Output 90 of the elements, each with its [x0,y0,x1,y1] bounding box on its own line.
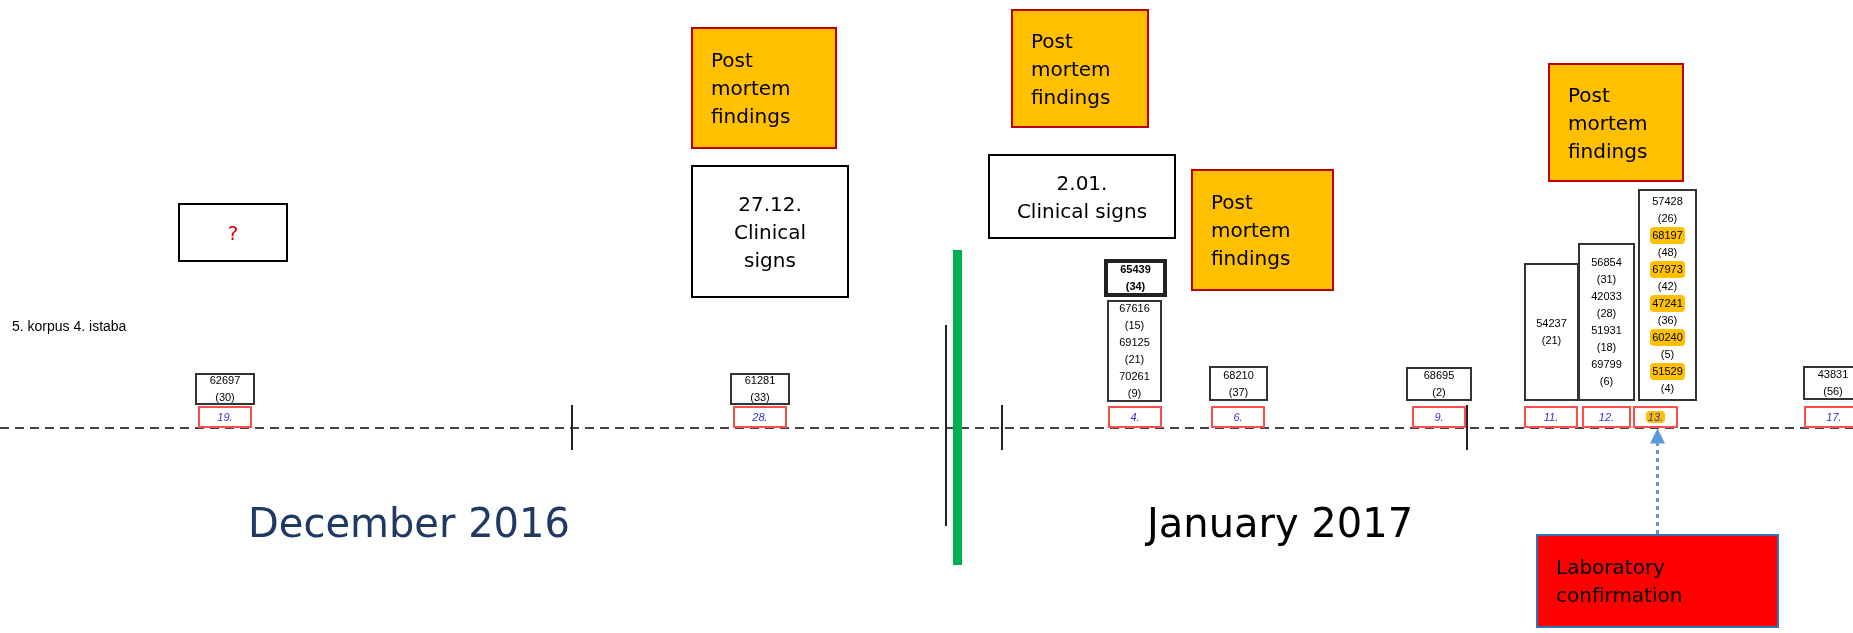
case-text: 47241 [1650,295,1685,312]
date-box [733,406,787,428]
day-label: 17. [1826,411,1842,423]
case-text: (36) [1657,313,1678,328]
findings-box [1548,63,1684,182]
case-text: 67973 [1650,261,1685,278]
day-label: 11. [1543,411,1559,423]
day-label: 12. [1598,411,1615,423]
case-text: (33) [750,390,770,405]
date-box [1412,406,1466,428]
box-text: 2.01. [1056,169,1108,197]
box-text: Post mortem findings [1031,27,1112,111]
arrow [1650,428,1665,534]
case-box [1104,259,1167,297]
case-text: (48) [1657,245,1678,260]
case-text: 65439 [1120,262,1151,277]
day-label: 4. [1130,411,1140,423]
case-text: 61281 [744,373,776,388]
date-box [1211,406,1265,428]
case-box [1406,367,1472,401]
case-text: (56) [1823,384,1843,399]
box-text: Post mortem findings [1211,189,1292,272]
question-mark: ? [227,219,239,247]
case-text: 56854 [1591,255,1622,270]
case-text: (30) [215,390,235,405]
case-text: (37) [1228,384,1249,400]
case-text: (21) [1124,352,1145,367]
date-box [1108,406,1162,428]
case-text: 54237 [1536,316,1567,331]
case-box [1803,366,1853,400]
case-text: 51931 [1591,323,1622,338]
alert-box [1536,534,1779,628]
case-text: 42033 [1591,289,1622,304]
case-text: (9) [1127,386,1142,401]
case-text: 68210 [1223,367,1254,383]
case-text: 62697 [209,373,241,388]
findings-box [691,27,837,149]
case-text: (28) [1596,306,1617,321]
date-box [1633,406,1678,428]
case-text: 57428 [1652,194,1683,209]
clinical-signs-box [988,154,1176,239]
box-text: Post mortem findings [711,47,792,130]
case-box [1107,300,1162,402]
date-box [1524,406,1578,428]
box-text: Clinical signs [1016,197,1148,225]
findings-box [1011,9,1149,128]
row-label: 5. korpus 4. istaba [12,318,127,334]
case-text: (2) [1432,385,1446,400]
case-box [1524,263,1579,401]
case-text: 69799 [1591,357,1622,372]
case-text: 68197 [1650,227,1685,244]
case-text: (21) [1541,333,1562,348]
date-box [198,406,252,428]
case-text: 67616 [1119,301,1150,316]
day-label: 9. [1434,411,1444,423]
case-box [1638,189,1697,401]
date-box [1804,406,1853,428]
case-text: (26) [1657,211,1678,226]
case-text: (18) [1596,340,1617,355]
case-text: (42) [1657,279,1678,294]
box-text: Clinical signs [732,218,808,274]
box-text: 27.12. [738,190,802,218]
case-box [730,373,790,405]
box-text: Laboratory confirmation [1556,554,1684,609]
findings-box [1191,169,1334,291]
case-text: (15) [1124,318,1145,333]
day-label: 13. [1645,411,1666,423]
case-text: (5) [1660,347,1675,362]
day-label: 6. [1233,411,1243,423]
case-text: 43831 [1817,367,1849,382]
case-text: 60240 [1650,329,1685,346]
case-text: 51529 [1650,363,1685,380]
case-box [1578,243,1635,401]
clinical-signs-box [691,165,849,298]
case-box [1209,366,1268,401]
case-text: (4) [1660,381,1675,396]
case-text: 69125 [1119,335,1150,350]
date-box [1582,406,1631,428]
case-box [195,373,255,405]
month-label: January 2017 [1147,500,1414,546]
case-text: (6) [1599,374,1614,389]
box-text: Post mortem findings [1568,81,1649,165]
case-text: 70261 [1119,369,1150,384]
month-label: December 2016 [248,500,570,546]
case-text: 68695 [1423,368,1455,383]
day-label: 28. [752,411,768,423]
day-label: 19. [217,411,233,423]
question-box [178,203,288,262]
case-text: (31) [1596,272,1617,287]
case-text: (34) [1125,279,1146,294]
